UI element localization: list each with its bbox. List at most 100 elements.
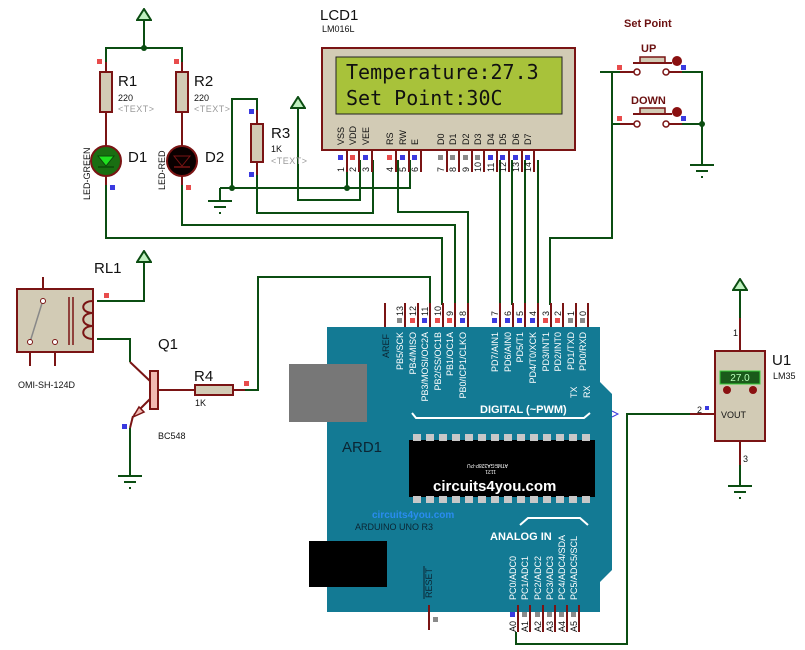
pin-state-marker bbox=[438, 155, 443, 160]
sensor-reading[interactable]: 27.0 bbox=[730, 373, 750, 384]
arduino-board[interactable]: ARD1 ARDUINO UNO R3 circuits4you.com DIG… bbox=[289, 303, 620, 632]
chip-leg bbox=[504, 434, 512, 441]
relay-rl1[interactable]: RL1 OMI-SH-124D bbox=[16, 260, 122, 390]
lcd-pin-number: 2 bbox=[348, 167, 358, 172]
led-d2[interactable]: D2 LED-RED bbox=[157, 140, 224, 190]
pin-state-marker bbox=[450, 155, 455, 160]
analog-pins: A0PC0/ADC0A1PC1/ADC1A2PC2/ADC2A3PC3/ADC3… bbox=[508, 535, 580, 632]
digital-pin-name: PB4/MISO bbox=[408, 332, 418, 375]
lcd-pin-name: E bbox=[410, 139, 420, 145]
analog-pin-name: PC4/ADC4/SDA bbox=[557, 535, 567, 600]
digital-pin-number: 10 bbox=[433, 306, 443, 316]
analog-pin-name: PC3/ADC3 bbox=[545, 556, 555, 600]
analog-pin-name: PC0/ADC0 bbox=[508, 556, 518, 600]
digital-pin-number: 6 bbox=[503, 311, 513, 316]
pin-state-marker bbox=[510, 612, 515, 617]
lcd-pin-9: 9D2 bbox=[461, 133, 473, 172]
digital-pin-number: 11 bbox=[420, 307, 430, 316]
resistor-r1[interactable]: R1 220 <TEXT> bbox=[97, 59, 155, 150]
digital-pins: 13PB5/SCK12PB4/MISO11PB3/MOSI/OC2A10PB2/… bbox=[395, 303, 589, 402]
pin-state-marker bbox=[555, 318, 560, 323]
chip-leg bbox=[530, 496, 538, 503]
pin-state-marker bbox=[530, 318, 535, 323]
pin-state-marker bbox=[488, 155, 493, 160]
sensor-model: LM35 bbox=[773, 371, 796, 381]
led-d1[interactable]: D1 LED-GREEN bbox=[82, 140, 147, 200]
analog-pin-number: A2 bbox=[533, 621, 543, 632]
d2-type: LED-RED bbox=[157, 150, 167, 190]
digital-pin-number: 3 bbox=[541, 311, 551, 316]
lcd-pin-name: D6 bbox=[511, 133, 521, 145]
down-button[interactable]: DOWN bbox=[617, 95, 686, 128]
emitter-arrow-icon bbox=[131, 405, 146, 419]
analog-pin-number: A3 bbox=[545, 621, 555, 632]
resistor-r4[interactable]: R4 1K bbox=[194, 368, 249, 408]
lcd-pin-number: 8 bbox=[448, 167, 458, 172]
chip-leg bbox=[452, 496, 460, 503]
sensor-u1[interactable]: 27.0 VOUT 1 2 3 U1 LM35 bbox=[690, 318, 796, 465]
pin-state-marker bbox=[410, 318, 415, 323]
digital-pin-name: PD4/T0/XCK bbox=[528, 332, 538, 384]
digital-pin-number: 9 bbox=[445, 311, 455, 316]
chip-leg bbox=[491, 496, 499, 503]
chip-watermark: circuits4you.com bbox=[433, 478, 556, 495]
sensor-pin-3: 3 bbox=[743, 454, 748, 464]
chip-leg bbox=[569, 496, 577, 503]
relay-model: OMI-SH-124D bbox=[18, 380, 76, 390]
increase-temp-icon[interactable] bbox=[723, 386, 731, 394]
decrease-temp-icon[interactable] bbox=[749, 386, 757, 394]
digital-pin-name: PB0/ICP1/CLKO bbox=[458, 332, 468, 399]
resistor-r2[interactable]: R2 220 <TEXT> bbox=[174, 59, 231, 150]
analog-pin-name: PC5/ADC5/SCL bbox=[569, 536, 579, 600]
q1-ref: Q1 bbox=[158, 336, 178, 353]
ground-icon bbox=[728, 485, 752, 499]
sensor-display bbox=[719, 370, 761, 385]
lcd-pin-4: 4RS bbox=[385, 132, 397, 172]
relay-switch-icon bbox=[29, 299, 44, 343]
chip-leg bbox=[491, 434, 499, 441]
relay-ref: RL1 bbox=[94, 260, 122, 277]
setpoint-panel: Set Point bbox=[624, 18, 672, 30]
chip-leg bbox=[569, 434, 577, 441]
digital-pin-number: 13 bbox=[395, 306, 405, 316]
lcd-pins: 1VSS2VDD3VEE4RS5RW6E7D08D19D210D311D412D… bbox=[336, 125, 535, 172]
power-terminal-icon bbox=[136, 8, 152, 30]
lcd-pin-name: D7 bbox=[523, 133, 533, 145]
chip-leg bbox=[465, 496, 473, 503]
diode-icon bbox=[172, 155, 192, 167]
pin-state-marker bbox=[535, 612, 540, 617]
d1-ref: D1 bbox=[128, 149, 147, 166]
lcd-pin-number: 7 bbox=[436, 167, 446, 172]
lcd-pin-name: VSS bbox=[336, 127, 346, 145]
pin-state-marker bbox=[387, 155, 392, 160]
transistor-q1[interactable]: Q1 BC548 bbox=[122, 336, 195, 441]
lcd-pin-number: 5 bbox=[398, 167, 408, 172]
chip-mark: ATMEGA328P-PU bbox=[467, 462, 508, 468]
r3-value: 1K bbox=[271, 144, 282, 154]
resistor-r3[interactable]: R3 1K <TEXT> bbox=[249, 109, 308, 177]
pin-state-marker bbox=[525, 155, 530, 160]
r4-ref: R4 bbox=[194, 368, 213, 385]
lcd-module[interactable]: LCD1 LM016L Temperature:27.3 Set Point:3… bbox=[320, 7, 576, 172]
r4-value: 1K bbox=[195, 398, 206, 408]
pin-state-marker bbox=[571, 612, 576, 617]
arduino-model: ARDUINO UNO R3 bbox=[355, 522, 433, 532]
up-button[interactable]: UP bbox=[617, 43, 686, 76]
board-watermark: circuits4you.com bbox=[372, 510, 454, 521]
digital-pin-name: PD0/RXD bbox=[578, 332, 588, 372]
